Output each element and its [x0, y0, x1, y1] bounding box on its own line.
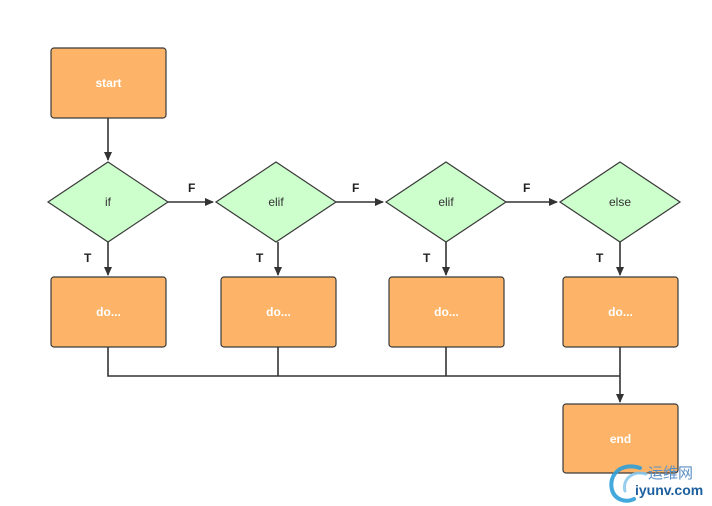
elif-decision-2: elif [384, 161, 508, 243]
watermark-en: iyunv.com [635, 482, 703, 498]
end-node: end [562, 403, 679, 474]
watermark: 运维网 iyunv.com [609, 464, 703, 503]
watermark-swirl-icon [609, 464, 648, 503]
start-label: start [95, 76, 121, 90]
do-label-4: do... [608, 305, 633, 319]
edge-label-false-1: F [188, 181, 195, 195]
edge-label-false-3: F [523, 181, 530, 195]
edge-labels: F F F T T T T [84, 181, 604, 265]
edge-label-true-1: T [84, 251, 92, 265]
else-label: else [609, 195, 631, 209]
elif-decision-1: elif [214, 161, 338, 243]
do-box-4: do... [562, 276, 679, 348]
do-label-1: do... [96, 305, 121, 319]
watermark-cn: 运维网 [648, 464, 693, 482]
do-label-2: do... [266, 305, 291, 319]
if-decision: if [46, 161, 170, 243]
do-label-3: do... [434, 305, 459, 319]
edge-label-true-2: T [256, 251, 264, 265]
end-label: end [610, 432, 631, 446]
edges [104, 118, 624, 403]
else-decision: else [558, 161, 682, 243]
elif-label-1: elif [268, 195, 284, 209]
edge-label-true-3: T [423, 251, 431, 265]
if-label: if [105, 195, 112, 209]
do-box-1: do... [50, 276, 167, 348]
start-node: start [50, 47, 167, 119]
elif-label-2: elif [438, 195, 454, 209]
edge-label-false-2: F [352, 181, 359, 195]
edge-do1-merge [107, 347, 620, 377]
do-box-2: do... [220, 276, 337, 348]
edge-label-true-4: T [596, 251, 604, 265]
do-box-3: do... [388, 276, 505, 348]
